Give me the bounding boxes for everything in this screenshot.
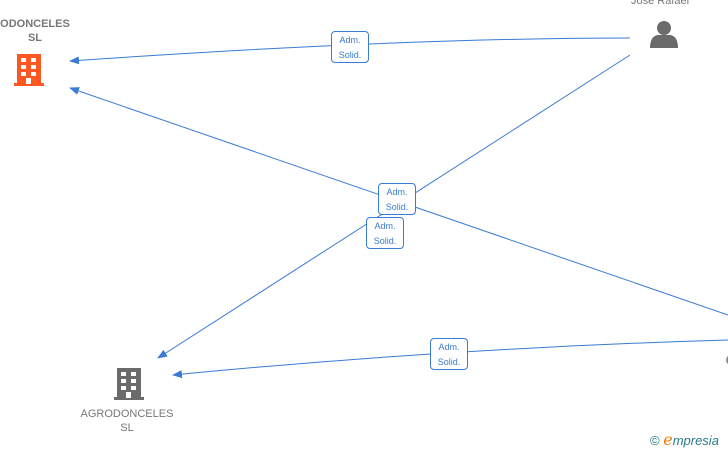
label-line: Adm. bbox=[339, 35, 361, 45]
person-icon[interactable] bbox=[650, 21, 678, 48]
edge-person-to-top bbox=[69, 37, 631, 65]
label-line: Adm. bbox=[438, 342, 460, 352]
brand-e: e bbox=[663, 430, 673, 449]
brand-name: mpresia bbox=[672, 433, 719, 448]
label-line: ODONCELES bbox=[0, 18, 70, 30]
label-line: Adm. bbox=[374, 221, 396, 231]
label-line: Solid. bbox=[437, 357, 461, 367]
building-icon[interactable] bbox=[114, 368, 144, 400]
edge-label[interactable]: Adm. Solid. bbox=[378, 183, 416, 215]
building-icon[interactable] bbox=[14, 54, 44, 86]
company-bottom-label[interactable]: AGRODONCELES SL bbox=[74, 407, 180, 435]
label-line: Solid. bbox=[373, 236, 397, 246]
edge-label[interactable]: Adm. Solid. bbox=[331, 31, 369, 63]
label-line: Adm. bbox=[386, 187, 408, 197]
empresia-logo: © empresia bbox=[650, 430, 719, 449]
label-line: SL bbox=[27, 32, 43, 44]
label-line: SL bbox=[120, 422, 134, 434]
company-top-label[interactable]: ODONCELES SL bbox=[0, 17, 80, 45]
edge-label[interactable]: Adm. Solid. bbox=[366, 217, 404, 249]
label-line: Solid. bbox=[385, 202, 409, 212]
label-line: Solid. bbox=[338, 50, 362, 60]
edge-label[interactable]: Adm. Solid. bbox=[430, 338, 468, 370]
copyright-icon: © bbox=[650, 433, 660, 448]
person-label[interactable]: Jose Rafael bbox=[630, 0, 690, 7]
label-line: AGRODONCELES bbox=[80, 408, 174, 420]
